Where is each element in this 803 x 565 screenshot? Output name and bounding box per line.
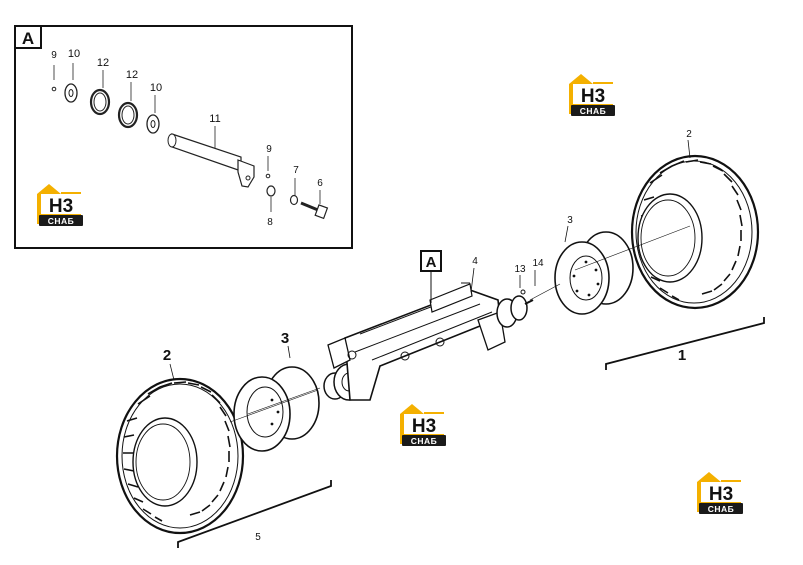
part-nut-8	[266, 185, 276, 212]
label-1: 1	[678, 347, 686, 364]
label-9-b: 9	[266, 144, 272, 155]
part-bolt-6	[300, 190, 329, 220]
label-11: 11	[209, 113, 220, 125]
label-5: 5	[255, 532, 261, 543]
label-12-a: 12	[97, 57, 109, 69]
brand-logo-bottom-right: H3 CHAБ	[697, 472, 743, 514]
detail-view-letter: A	[22, 29, 34, 48]
label-2-right: 2	[686, 129, 692, 140]
rim-left	[229, 345, 320, 452]
brand-logo-center: H3 CHAБ	[400, 404, 446, 446]
part-seal-ring-12-right	[117, 82, 139, 129]
logo-bottom-text: CHAБ	[580, 106, 607, 116]
part-washer-10-left	[64, 63, 78, 103]
label-10-b: 10	[150, 82, 162, 94]
tire-right	[630, 139, 760, 310]
brand-logo-detail: H3 CHAБ	[37, 184, 83, 226]
logo-top-text: H3	[709, 484, 733, 505]
detail-view-a: A	[14, 25, 353, 249]
logo-bottom-text: CHAБ	[708, 504, 735, 514]
label-14: 14	[532, 258, 544, 269]
label-8: 8	[267, 217, 273, 228]
brand-logo-top-right: H3 CHAБ	[569, 74, 615, 116]
part-pivot-shaft-11	[167, 126, 255, 188]
tire-left	[115, 363, 245, 535]
logo-top-text: H3	[49, 196, 73, 217]
label-13: 13	[514, 264, 526, 275]
part-seal-ring-12-left	[89, 70, 111, 116]
logo-bottom-text: CHAБ	[48, 216, 75, 226]
part-pin-9-left	[51, 65, 57, 92]
label-3-left: 3	[281, 330, 289, 347]
label-2-left: 2	[163, 347, 171, 364]
label-4: 4	[472, 256, 478, 267]
callout-a: A	[420, 250, 442, 303]
group-bracket-5	[177, 480, 332, 548]
label-9-a: 9	[51, 50, 57, 61]
part-pin-9-right	[265, 156, 271, 179]
label-3-right: 3	[567, 215, 573, 226]
label-12-b: 12	[126, 69, 138, 81]
part-washer-10-right	[146, 95, 160, 134]
logo-top-text: H3	[581, 86, 605, 107]
group-bracket-1	[605, 317, 765, 370]
label-6: 6	[317, 178, 323, 189]
label-7: 7	[293, 165, 299, 176]
rim-right	[554, 225, 634, 315]
logo-top-text: H3	[412, 416, 436, 437]
label-10-a: 10	[68, 48, 80, 60]
axle-assembly	[247, 225, 691, 415]
part-washer-7	[289, 178, 299, 206]
callout-letter: A	[426, 254, 437, 271]
logo-bottom-text: CHAБ	[411, 436, 438, 446]
